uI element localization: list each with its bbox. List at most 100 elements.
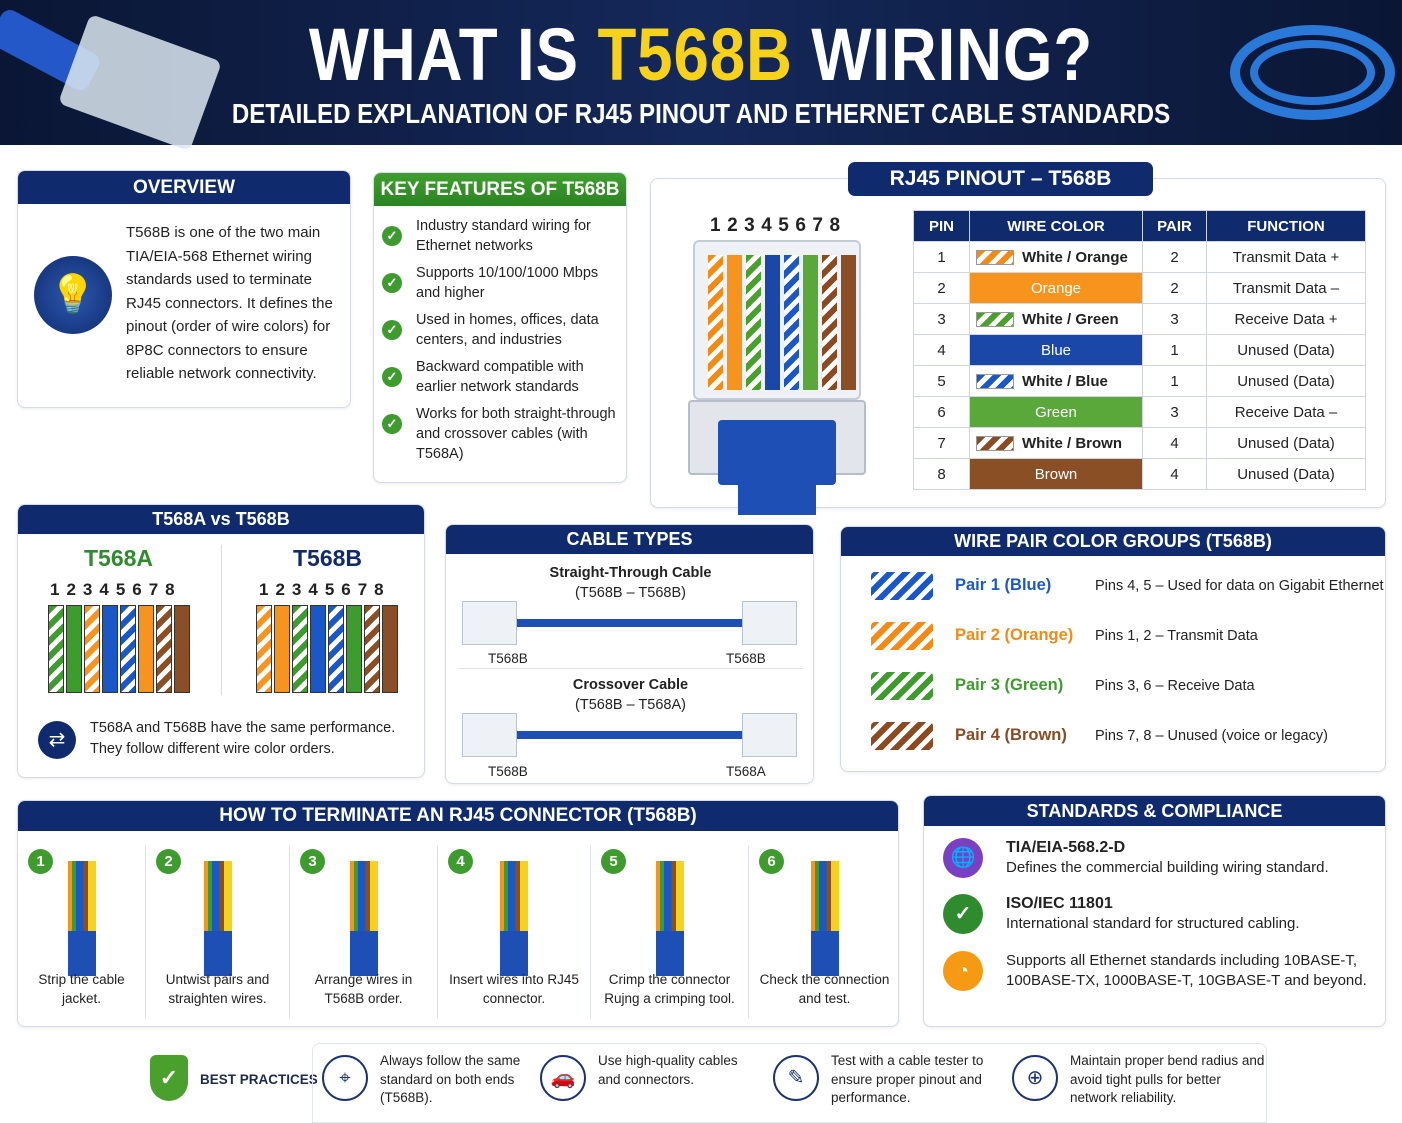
wire-color-label: White / Brown — [1022, 434, 1122, 452]
step-illustration — [500, 861, 528, 976]
terminate-card: HOW TO TERMINATE AN RJ45 CONNECTOR (T568… — [17, 800, 899, 1027]
key-features-card: KEY FEATURES OF T568B ✓Industry standard… — [373, 172, 627, 483]
col-header-wire-color: WIRE COLOR — [969, 210, 1143, 242]
pair-description: Pins 4, 5 – Used for data on Gigabit Eth… — [1095, 578, 1384, 594]
wire-color-cell: Green — [969, 396, 1143, 428]
crossover-sub: (T568B – T568A) — [575, 697, 686, 713]
wire-strand — [274, 605, 290, 693]
wire-pairs-card: WIRE PAIR COLOR GROUPS (T568B) Pair 1 (B… — [840, 526, 1386, 772]
pair-swatch-icon — [871, 572, 933, 600]
straight-through-title: Straight-Through Cable — [549, 565, 712, 581]
pair-swatch-icon — [871, 622, 933, 650]
pair-cell: 1 — [1142, 365, 1207, 397]
wire-color-label: White / Orange — [1022, 248, 1128, 266]
swap-icon: ⇄ — [38, 721, 76, 759]
t568b-wires — [256, 605, 398, 693]
feature-item: ✓Supports 10/100/1000 Mbps and higher — [382, 263, 618, 303]
step-number: 6 — [759, 849, 784, 874]
step-text: Check the connection and test. — [759, 972, 890, 1006]
wire-color-label: White / Blue — [1022, 372, 1108, 390]
straight-through-cable-image — [462, 601, 797, 645]
step-text: Arrange wires in T568B order. — [314, 972, 413, 1006]
standard-name: TIA/EIA-568.2-D — [1006, 839, 1126, 856]
wire-color-cell: White / Blue — [969, 365, 1143, 397]
overview-card: OVERVIEW 💡 T568B is one of the two main … — [17, 170, 351, 408]
col-header-function: FUNCTION — [1206, 210, 1366, 242]
pair-label: Pair 1 (Blue) — [955, 576, 1052, 594]
standard-description: International standard for structured ca… — [1006, 915, 1300, 932]
function-cell: Receive Data – — [1206, 396, 1366, 428]
function-cell: Unused (Data) — [1206, 334, 1366, 366]
feature-item: ✓Works for both straight-through and cro… — [382, 404, 618, 464]
wire-strand — [156, 605, 172, 693]
straight-through-sub: (T568B – T568B) — [575, 585, 686, 601]
comparison-card: T568A vs T568B T568A T568B 12345678 1234… — [17, 504, 425, 778]
connector-wire — [822, 255, 837, 390]
compass-icon: ⊕ — [1012, 1055, 1058, 1101]
step-illustration — [203, 861, 232, 976]
t568a-label: T568A — [84, 545, 154, 571]
wire-color-label: Green — [1035, 403, 1077, 421]
wire-strand — [102, 605, 118, 693]
cable-types-card: CABLE TYPES Straight-Through Cable (T568… — [445, 524, 814, 784]
pair-cell: 2 — [1142, 241, 1207, 273]
best-practice-text: Maintain proper bend radius and avoid ti… — [1070, 1053, 1265, 1105]
pin-cell: 1 — [913, 241, 970, 273]
step-text: Untwist pairs and straighten wires. — [165, 972, 270, 1006]
shield-check-icon: ✓ — [150, 1055, 188, 1101]
globe-icon: 🌐 — [943, 838, 983, 878]
rj45-connector-diagram — [688, 240, 866, 515]
pin-cell: 7 — [913, 427, 970, 459]
check-icon: ✓ — [382, 367, 402, 387]
step-number: 2 — [156, 849, 181, 874]
step-number: 5 — [601, 849, 626, 874]
wire-strand — [364, 605, 380, 693]
col-header-pair: PAIR — [1142, 210, 1207, 242]
connector-wire — [784, 255, 799, 390]
pin-cell: 2 — [913, 272, 970, 304]
pair-description: Pins 7, 8 – Unused (voice or legacy) — [1095, 728, 1328, 744]
connector-wire — [708, 255, 723, 390]
wire-swatch — [976, 436, 1014, 452]
pair-swatch-icon — [871, 722, 933, 750]
step-illustration — [810, 861, 839, 976]
pin-cell: 5 — [913, 365, 970, 397]
wire-color-cell: Blue — [969, 334, 1143, 366]
page-title: WHAT IS T568B WIRING? — [308, 13, 1094, 96]
shield-check-icon: ✓ — [943, 894, 983, 934]
wire-strand — [346, 605, 362, 693]
overview-text: T568B is one of the two main TIA/EIA-568… — [126, 224, 333, 382]
t568a-wires — [48, 605, 190, 693]
wire-strand — [292, 605, 308, 693]
check-icon: ✓ — [382, 320, 402, 340]
wire-strand — [328, 605, 344, 693]
pinout-title: RJ45 PINOUT – T568B — [848, 162, 1153, 196]
wire-swatch — [976, 374, 1014, 390]
feature-text: Industry standard wiring for Ethernet ne… — [416, 218, 591, 254]
lightbulb-icon: 💡 — [34, 256, 112, 334]
wire-color-cell: Brown — [969, 458, 1143, 490]
pair-label: Pair 3 (Green) — [955, 676, 1064, 694]
connector-wire — [841, 255, 856, 390]
function-cell: Unused (Data) — [1206, 458, 1366, 490]
pin-cell: 8 — [913, 458, 970, 490]
cable-types-title: CABLE TYPES — [446, 525, 813, 554]
standard-name: ISO/IEC 11801 — [1006, 895, 1113, 912]
best-practice-text: Test with a cable tester to ensure prope… — [831, 1053, 984, 1105]
pair-label: Pair 4 (Brown) — [955, 726, 1067, 744]
step-illustration — [67, 861, 96, 976]
feature-item: ✓Backward compatible with earlier networ… — [382, 357, 618, 397]
target-pin-icon: ⌖ — [322, 1055, 368, 1101]
